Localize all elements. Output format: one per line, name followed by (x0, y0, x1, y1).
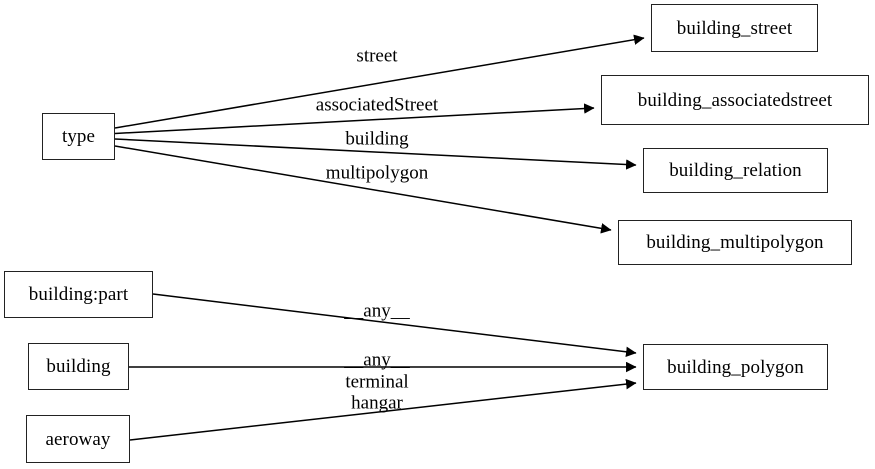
node-label: building:part (28, 284, 129, 305)
node-building-associatedstreet[interactable]: building_associatedstreet (601, 75, 869, 125)
node-building-street[interactable]: building_street (651, 4, 818, 52)
edge-label-any-building-part: __any__ (344, 300, 410, 322)
node-aeroway[interactable]: aeroway (26, 415, 130, 463)
node-label: building_associatedstreet (637, 89, 833, 111)
node-label: aeroway (45, 428, 111, 450)
edge-label-multipolygon: multipolygon (325, 162, 429, 184)
node-label: building_street (676, 17, 793, 39)
edge-label-hangar: hangar (351, 392, 403, 414)
edge-label-street: street (356, 45, 398, 67)
edge-type-building_multipolygon (114, 145, 612, 234)
edge-label-terminal: terminal (345, 371, 409, 393)
node-building-part[interactable]: building:part (4, 271, 153, 318)
node-label: building_relation (669, 160, 802, 181)
node-building-multipolygon[interactable]: building_multipolygon (618, 220, 852, 265)
node-label: building_polygon (667, 356, 804, 378)
edge-label-any-building: __any__ (344, 349, 410, 371)
node-label: building (46, 356, 111, 377)
node-building-relation[interactable]: building_relation (643, 148, 828, 193)
node-label: building_multipolygon (646, 232, 824, 253)
node-type[interactable]: type (42, 113, 115, 160)
node-label: type (61, 126, 96, 147)
node-building[interactable]: building (28, 343, 129, 390)
node-building-polygon[interactable]: building_polygon (643, 344, 828, 390)
edge-label-associatedstreet: associatedStreet (315, 94, 439, 116)
edge-label-building: building (345, 128, 409, 150)
